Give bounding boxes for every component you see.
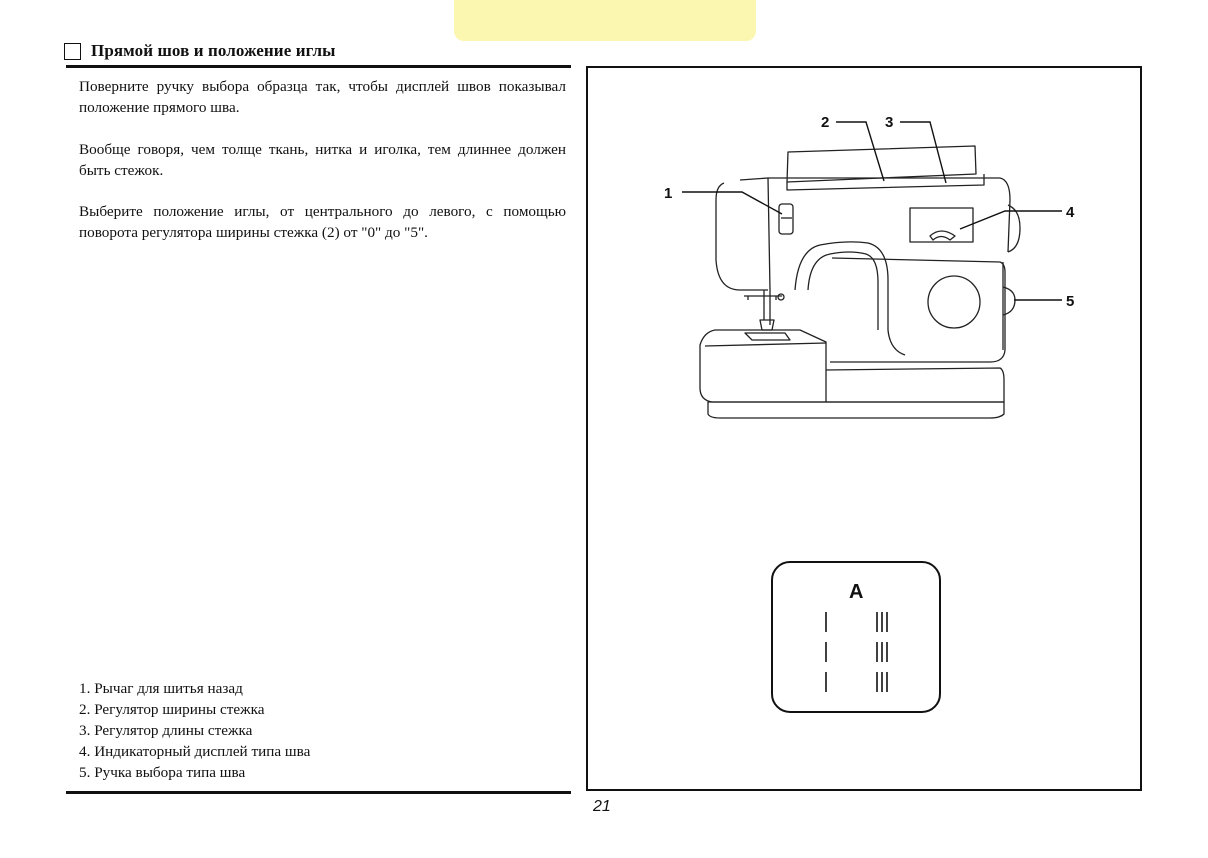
legend-item: 1. Рычаг для шитья назад <box>79 680 243 697</box>
parts-legend: 1. Рычаг для шитья назад 2. Регулятор ши… <box>79 678 310 783</box>
legend-item: 5. Ручка выбора типа шва <box>79 764 246 781</box>
paragraph-1: Поверните ручку выбора образца так, чтоб… <box>79 78 566 116</box>
callout-3: 3 <box>885 114 893 131</box>
callout-4: 4 <box>1066 204 1075 221</box>
section-heading: Прямой шов и положение иглы <box>64 39 336 63</box>
yellow-header-tab <box>454 0 756 41</box>
page-number: 21 <box>593 798 611 815</box>
legend-item: 2. Регулятор ширины стежка <box>79 701 265 718</box>
paragraph-3: Выберите положение иглы, от центрального… <box>79 203 566 241</box>
title-divider <box>66 65 571 68</box>
callout-5: 5 <box>1066 293 1074 310</box>
stitch-panel-a: A <box>771 561 941 713</box>
legend-item: 4. Индикаторный дисплей типа шва <box>79 743 311 760</box>
panel-letter: A <box>849 581 863 603</box>
paragraph-2: Вообще говоря, чем толще ткань, нитка и … <box>79 141 566 179</box>
callout-2: 2 <box>821 114 829 131</box>
bottom-divider <box>66 791 571 794</box>
checkbox-square-icon <box>64 42 81 60</box>
page-title: Прямой шов и положение иглы <box>91 41 336 60</box>
illustration-frame <box>586 66 1142 791</box>
callout-1: 1 <box>664 185 672 202</box>
legend-item: 3. Регулятор длины стежка <box>79 722 253 739</box>
